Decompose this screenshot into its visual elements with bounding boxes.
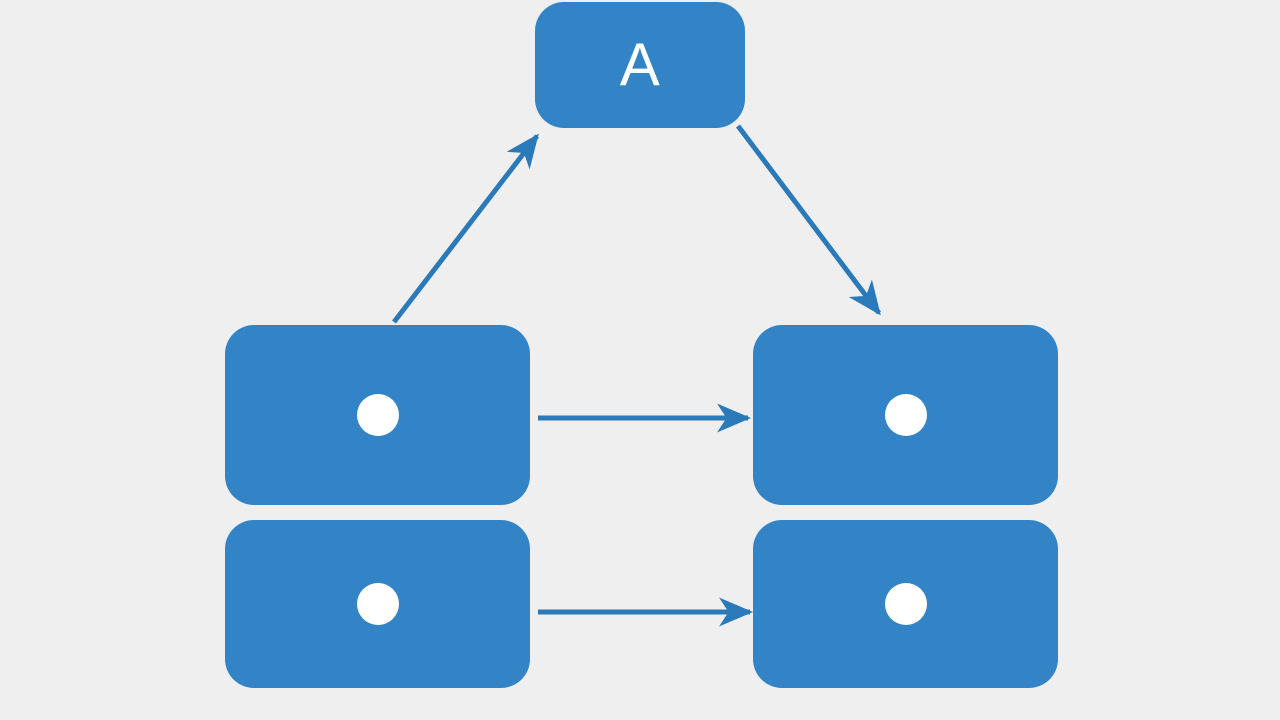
node-right-bottom-dot	[884, 583, 927, 625]
node-left-top-dot	[356, 394, 399, 436]
node-right-bottom[interactable]	[753, 520, 1058, 688]
node-left-bottom[interactable]	[225, 520, 530, 688]
edge-left-top-to-a	[392, 133, 539, 324]
node-a-label: A	[619, 31, 661, 98]
node-a[interactable]: A	[535, 2, 745, 128]
edge-a-to-right-top	[736, 124, 881, 316]
node-right-top[interactable]	[753, 325, 1058, 505]
node-right-top-dot	[884, 394, 927, 436]
node-left-top[interactable]	[225, 325, 530, 505]
node-left-bottom-dot	[356, 583, 399, 625]
